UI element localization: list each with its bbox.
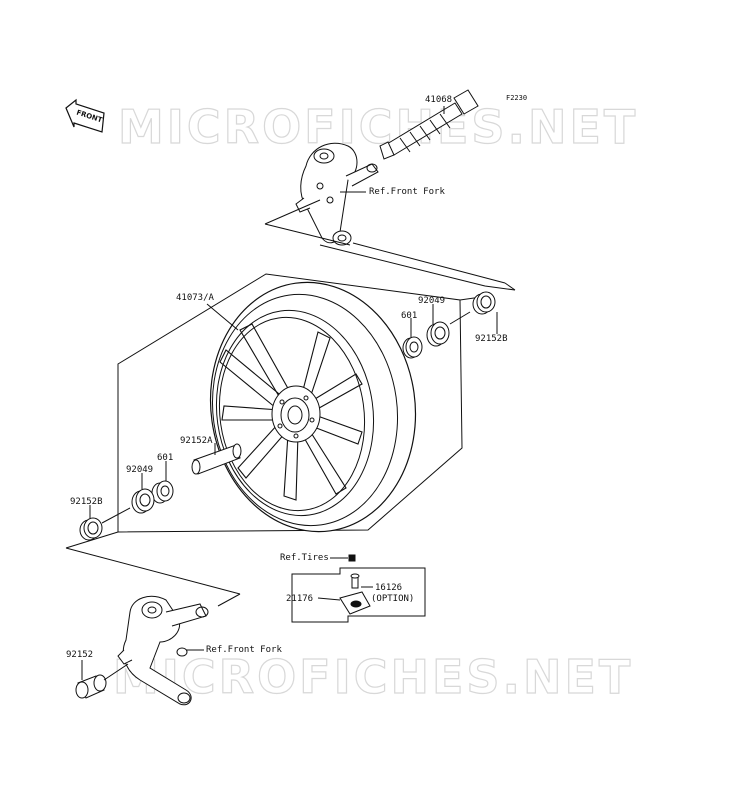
label-92152B-upper[interactable]: 92152B [475, 334, 508, 344]
front-axle[interactable] [379, 89, 479, 160]
label-option: (OPTION) [371, 594, 415, 604]
valve-21176[interactable] [339, 591, 371, 615]
front-direction-badge: FRONT [65, 98, 105, 133]
label-92152[interactable]: 92152 [66, 650, 94, 660]
bearing-601-upper[interactable] [402, 336, 423, 359]
label-41073A[interactable]: 41073/A [176, 293, 214, 303]
leader-41073A [206, 303, 239, 331]
label-92152B-lower[interactable]: 92152B [70, 497, 103, 507]
axis-lower-left [101, 507, 131, 524]
label-21176[interactable]: 21176 [286, 594, 314, 604]
valve-box [291, 567, 426, 623]
label-ref-front-fork-upper[interactable]: Ref.Front Fork [369, 187, 445, 197]
label-601-upper[interactable]: 601 [401, 311, 418, 321]
collar-92152B-lower[interactable] [79, 517, 103, 541]
label-601-lower[interactable]: 601 [157, 453, 174, 463]
label-ref-tires[interactable]: Ref.Tires [280, 553, 329, 563]
label-92049-upper[interactable]: 92049 [418, 296, 446, 306]
axis-upper-right [449, 311, 471, 325]
front-fork-upper[interactable] [295, 142, 379, 246]
front-fork-lower[interactable] [117, 596, 209, 706]
seal-92049-upper[interactable] [426, 321, 450, 347]
label-ref-front-fork-lower[interactable]: Ref.Front Fork [206, 645, 282, 655]
diagram-code: F2230 [506, 94, 528, 102]
label-16126[interactable]: 16126 [375, 583, 403, 593]
spacer-92152A[interactable] [191, 443, 242, 475]
bearing-601-lower[interactable] [151, 480, 174, 504]
collar-92152[interactable] [75, 674, 107, 699]
label-92152A[interactable]: 92152A [180, 436, 213, 446]
cap-16126[interactable] [350, 573, 360, 589]
axis-lower-fork [103, 663, 129, 681]
collar-92152B-upper[interactable] [472, 291, 496, 315]
label-41068[interactable]: 41068 [425, 95, 453, 105]
seal-92049-lower[interactable] [131, 488, 155, 514]
label-92049-lower[interactable]: 92049 [126, 465, 154, 475]
front-wheel-rim[interactable] [195, 269, 432, 545]
